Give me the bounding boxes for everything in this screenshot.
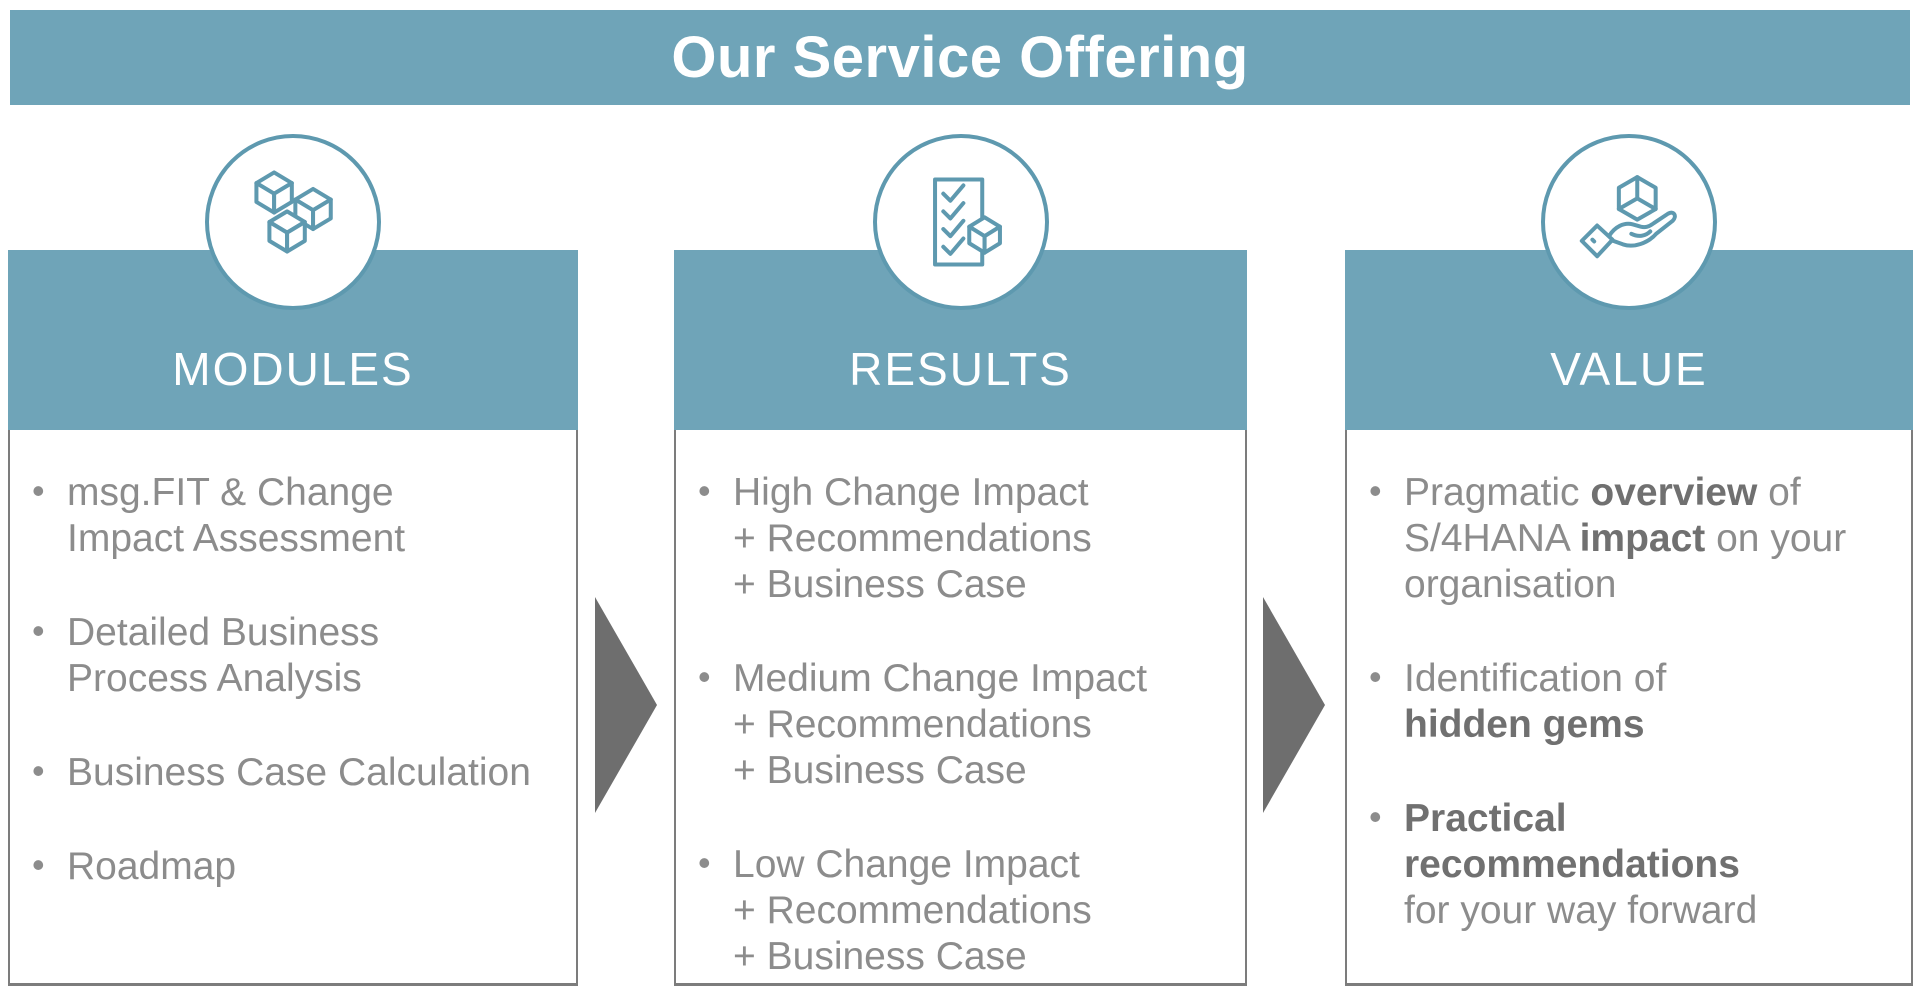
bullet-icon: •: [698, 842, 711, 883]
results-header: RESULTS: [674, 250, 1247, 430]
checklist-cube-icon: [932, 177, 1002, 267]
bullet-icon: •: [698, 470, 711, 511]
list-item-text: High Change Impact+ Recommendations+ Bus…: [733, 471, 1092, 606]
bullet-icon: •: [1369, 796, 1382, 837]
bullet-icon: •: [1369, 656, 1382, 697]
results-header-label: RESULTS: [849, 343, 1072, 395]
list-item-text: Low Change Impact+ Recommendations+ Busi…: [733, 843, 1092, 978]
page-title: Our Service Offering: [671, 25, 1249, 90]
list-item: • Business Case Calculation: [10, 750, 558, 796]
title-banner: Our Service Offering: [10, 10, 1910, 105]
arrow-right-icon: [595, 597, 657, 813]
results-body: • High Change Impact+ Recommendations+ Bu…: [674, 430, 1247, 986]
cubes-icon: [254, 170, 333, 254]
column-results: RESULTS • High Change Impact+ Recommendat…: [674, 134, 1247, 986]
list-item-text: Medium Change Impact+ Recommendations+ B…: [733, 657, 1148, 792]
value-icon-circle: [1541, 134, 1717, 310]
list-item-text: Business Case Calculation: [67, 751, 531, 794]
results-list: • High Change Impact+ Recommendations+ Bu…: [676, 430, 1245, 980]
results-icon-circle: [872, 134, 1049, 310]
bullet-icon: •: [32, 844, 45, 885]
list-item: • High Change Impact+ Recommendations+ Bu…: [676, 470, 1227, 608]
hand-gem-icon: [1579, 175, 1677, 259]
bullet-icon: •: [32, 750, 45, 791]
modules-icon-circle: [205, 134, 381, 310]
list-item: • Roadmap: [10, 844, 558, 890]
bullet-icon: •: [1369, 470, 1382, 511]
bullet-icon: •: [698, 656, 711, 697]
list-item: • Low Change Impact+ Recommendations+ Bus…: [676, 842, 1227, 980]
arrow-right-icon: [1263, 597, 1325, 813]
value-header-label: VALUE: [1550, 343, 1708, 395]
bullet-icon: •: [32, 470, 45, 511]
bullet-icon: •: [32, 610, 45, 651]
list-item: • Medium Change Impact+ Recommendations+ …: [676, 656, 1227, 794]
list-item-text: Roadmap: [67, 845, 237, 888]
modules-header-label: MODULES: [172, 343, 414, 395]
